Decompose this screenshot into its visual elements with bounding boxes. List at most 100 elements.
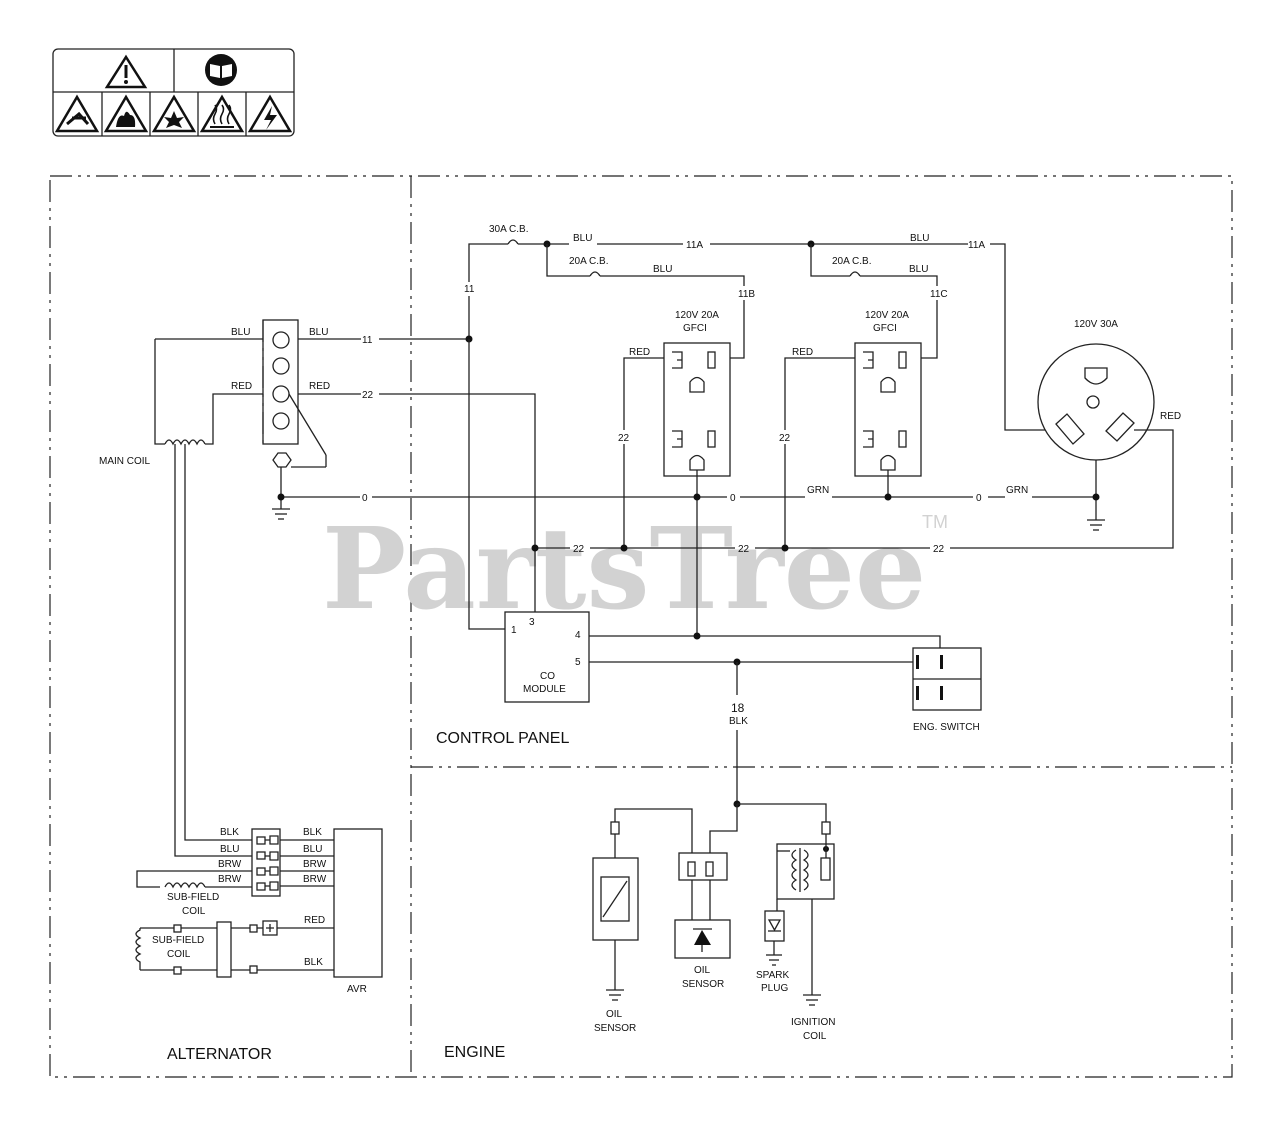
label-blk-avr: BLK [304, 957, 323, 968]
spark-plug-line2: PLUG [761, 983, 788, 994]
ground-symbol-alt [272, 497, 290, 520]
sub-field-coil-upper [164, 882, 206, 889]
fan-hazard-icon [54, 94, 100, 133]
label-22-bus-b: 22 [738, 544, 750, 555]
label-blk-avr-left: BLK [220, 827, 239, 838]
label-11-feed: 11 [464, 284, 475, 295]
label-0-c: 0 [976, 493, 982, 504]
engine-switch [912, 647, 982, 711]
sub-field-coil-lower [135, 920, 334, 978]
main-coil [154, 338, 263, 857]
label-red-coil: RED [231, 381, 252, 392]
control-panel-title: CONTROL PANEL [436, 730, 569, 747]
twistlock-label: 120V 30A [1074, 319, 1118, 330]
explosion-hazard-icon [151, 94, 197, 133]
shock-hazard-icon [247, 94, 293, 133]
label-blu-11c: BLU [909, 264, 928, 275]
label-0-a: 0 [362, 493, 368, 504]
twistlock-outlet-30a [1037, 343, 1155, 531]
terminal-block [262, 319, 299, 445]
breaker-30a-label: 30A C.B. [489, 224, 528, 235]
watermark-tm: TM [922, 512, 948, 532]
label-blu-coil: BLU [231, 327, 250, 338]
wire-11-feed [468, 243, 508, 339]
label-22-gfci-right: 22 [779, 433, 791, 444]
label-22-bus-a: 22 [573, 544, 585, 555]
breaker-20a-right [849, 271, 861, 277]
oil-sensor-left-line1: OIL [606, 1009, 623, 1020]
co-pin-4: 4 [575, 630, 581, 641]
label-blu-terminal: BLU [309, 327, 328, 338]
label-22-bus-c: 22 [933, 544, 945, 555]
co-pin-5: 5 [575, 657, 581, 668]
wire-22-alt [298, 393, 536, 615]
oil-sensor-center-line2: SENSOR [682, 979, 724, 990]
section-borders [49, 175, 1233, 1078]
breaker-30a [507, 239, 519, 245]
spark-plug [764, 899, 785, 966]
manual-icon [205, 54, 237, 86]
avr-label: AVR [347, 984, 367, 995]
label-red-avr: RED [304, 915, 325, 926]
co-pin-1: 1 [511, 625, 517, 636]
wire-co-4 [589, 635, 941, 650]
ignition-coil-line1: IGNITION [791, 1017, 835, 1028]
gfci-outlet-right [854, 342, 922, 477]
label-brw-avr-right-a: BRW [303, 859, 327, 870]
oil-sensor-center-line1: OIL [694, 965, 711, 976]
warning-label [52, 48, 295, 137]
wire-11a [518, 243, 1056, 431]
co-module-line2: MODULE [523, 684, 566, 695]
main-coil-label: MAIN COIL [99, 456, 151, 467]
ground-stud [272, 393, 327, 468]
avr-module [333, 828, 383, 978]
ignition-coil [776, 821, 835, 1006]
wire-11c [860, 275, 938, 359]
label-blu-11a-b: BLU [910, 233, 929, 244]
label-red-gfci-left: RED [629, 347, 650, 358]
gfci-left-line2: GFCI [683, 323, 707, 334]
alternator-title: ALTERNATOR [167, 1046, 272, 1063]
label-grn-a: GRN [807, 485, 829, 496]
hot-surface-icon [199, 94, 245, 133]
breaker-20a-left [589, 271, 601, 277]
label-blk-18: BLK [729, 716, 748, 727]
gfci-right-line1: 120V 20A [865, 310, 909, 321]
label-blu-11b: BLU [653, 264, 672, 275]
sub-field-coil-upper-line2: COIL [182, 906, 206, 917]
warning-icon [104, 54, 148, 89]
wire-11b [600, 275, 745, 359]
oil-sensor-left-line2: SENSOR [594, 1023, 636, 1034]
label-red-terminal: RED [309, 381, 330, 392]
label-18: 18 [731, 701, 745, 715]
co-module [504, 611, 590, 703]
label-grn-b: GRN [1006, 485, 1028, 496]
wire-red-gfci-right [784, 357, 855, 548]
sub-field-coil-lower-line2: COIL [167, 949, 191, 960]
label-brw-avr-left-b: BRW [218, 874, 242, 885]
sub-field-coil-upper-line1: SUB-FIELD [167, 892, 219, 903]
oil-sensor-left [592, 821, 639, 1001]
label-11b: 11B [738, 289, 755, 300]
oil-sensor-diode [674, 852, 731, 959]
label-brw-avr-left-a: BRW [218, 859, 242, 870]
label-11-terminal: 11 [362, 335, 373, 346]
label-brw-avr-right-b: BRW [303, 874, 327, 885]
label-blu-avr-left: BLU [220, 844, 239, 855]
connector-block [251, 828, 281, 897]
label-red-gfci-right: RED [792, 347, 813, 358]
co-module-line1: CO [540, 671, 555, 682]
wire-red-gfci-left [623, 357, 664, 548]
eng-switch-label: ENG. SWITCH [913, 722, 980, 733]
label-22-gfci-left: 22 [618, 433, 630, 444]
co-pin-3: 3 [529, 617, 535, 628]
label-0-b: 0 [730, 493, 736, 504]
label-red-twistlock: RED [1160, 411, 1181, 422]
label-blu-11a: BLU [573, 233, 592, 244]
gfci-right-line2: GFCI [873, 323, 897, 334]
label-blu-avr-right: BLU [303, 844, 322, 855]
engine-title: ENGINE [444, 1044, 505, 1061]
spark-plug-line1: SPARK [756, 970, 789, 981]
breaker-20a-left-label: 20A C.B. [569, 256, 608, 267]
